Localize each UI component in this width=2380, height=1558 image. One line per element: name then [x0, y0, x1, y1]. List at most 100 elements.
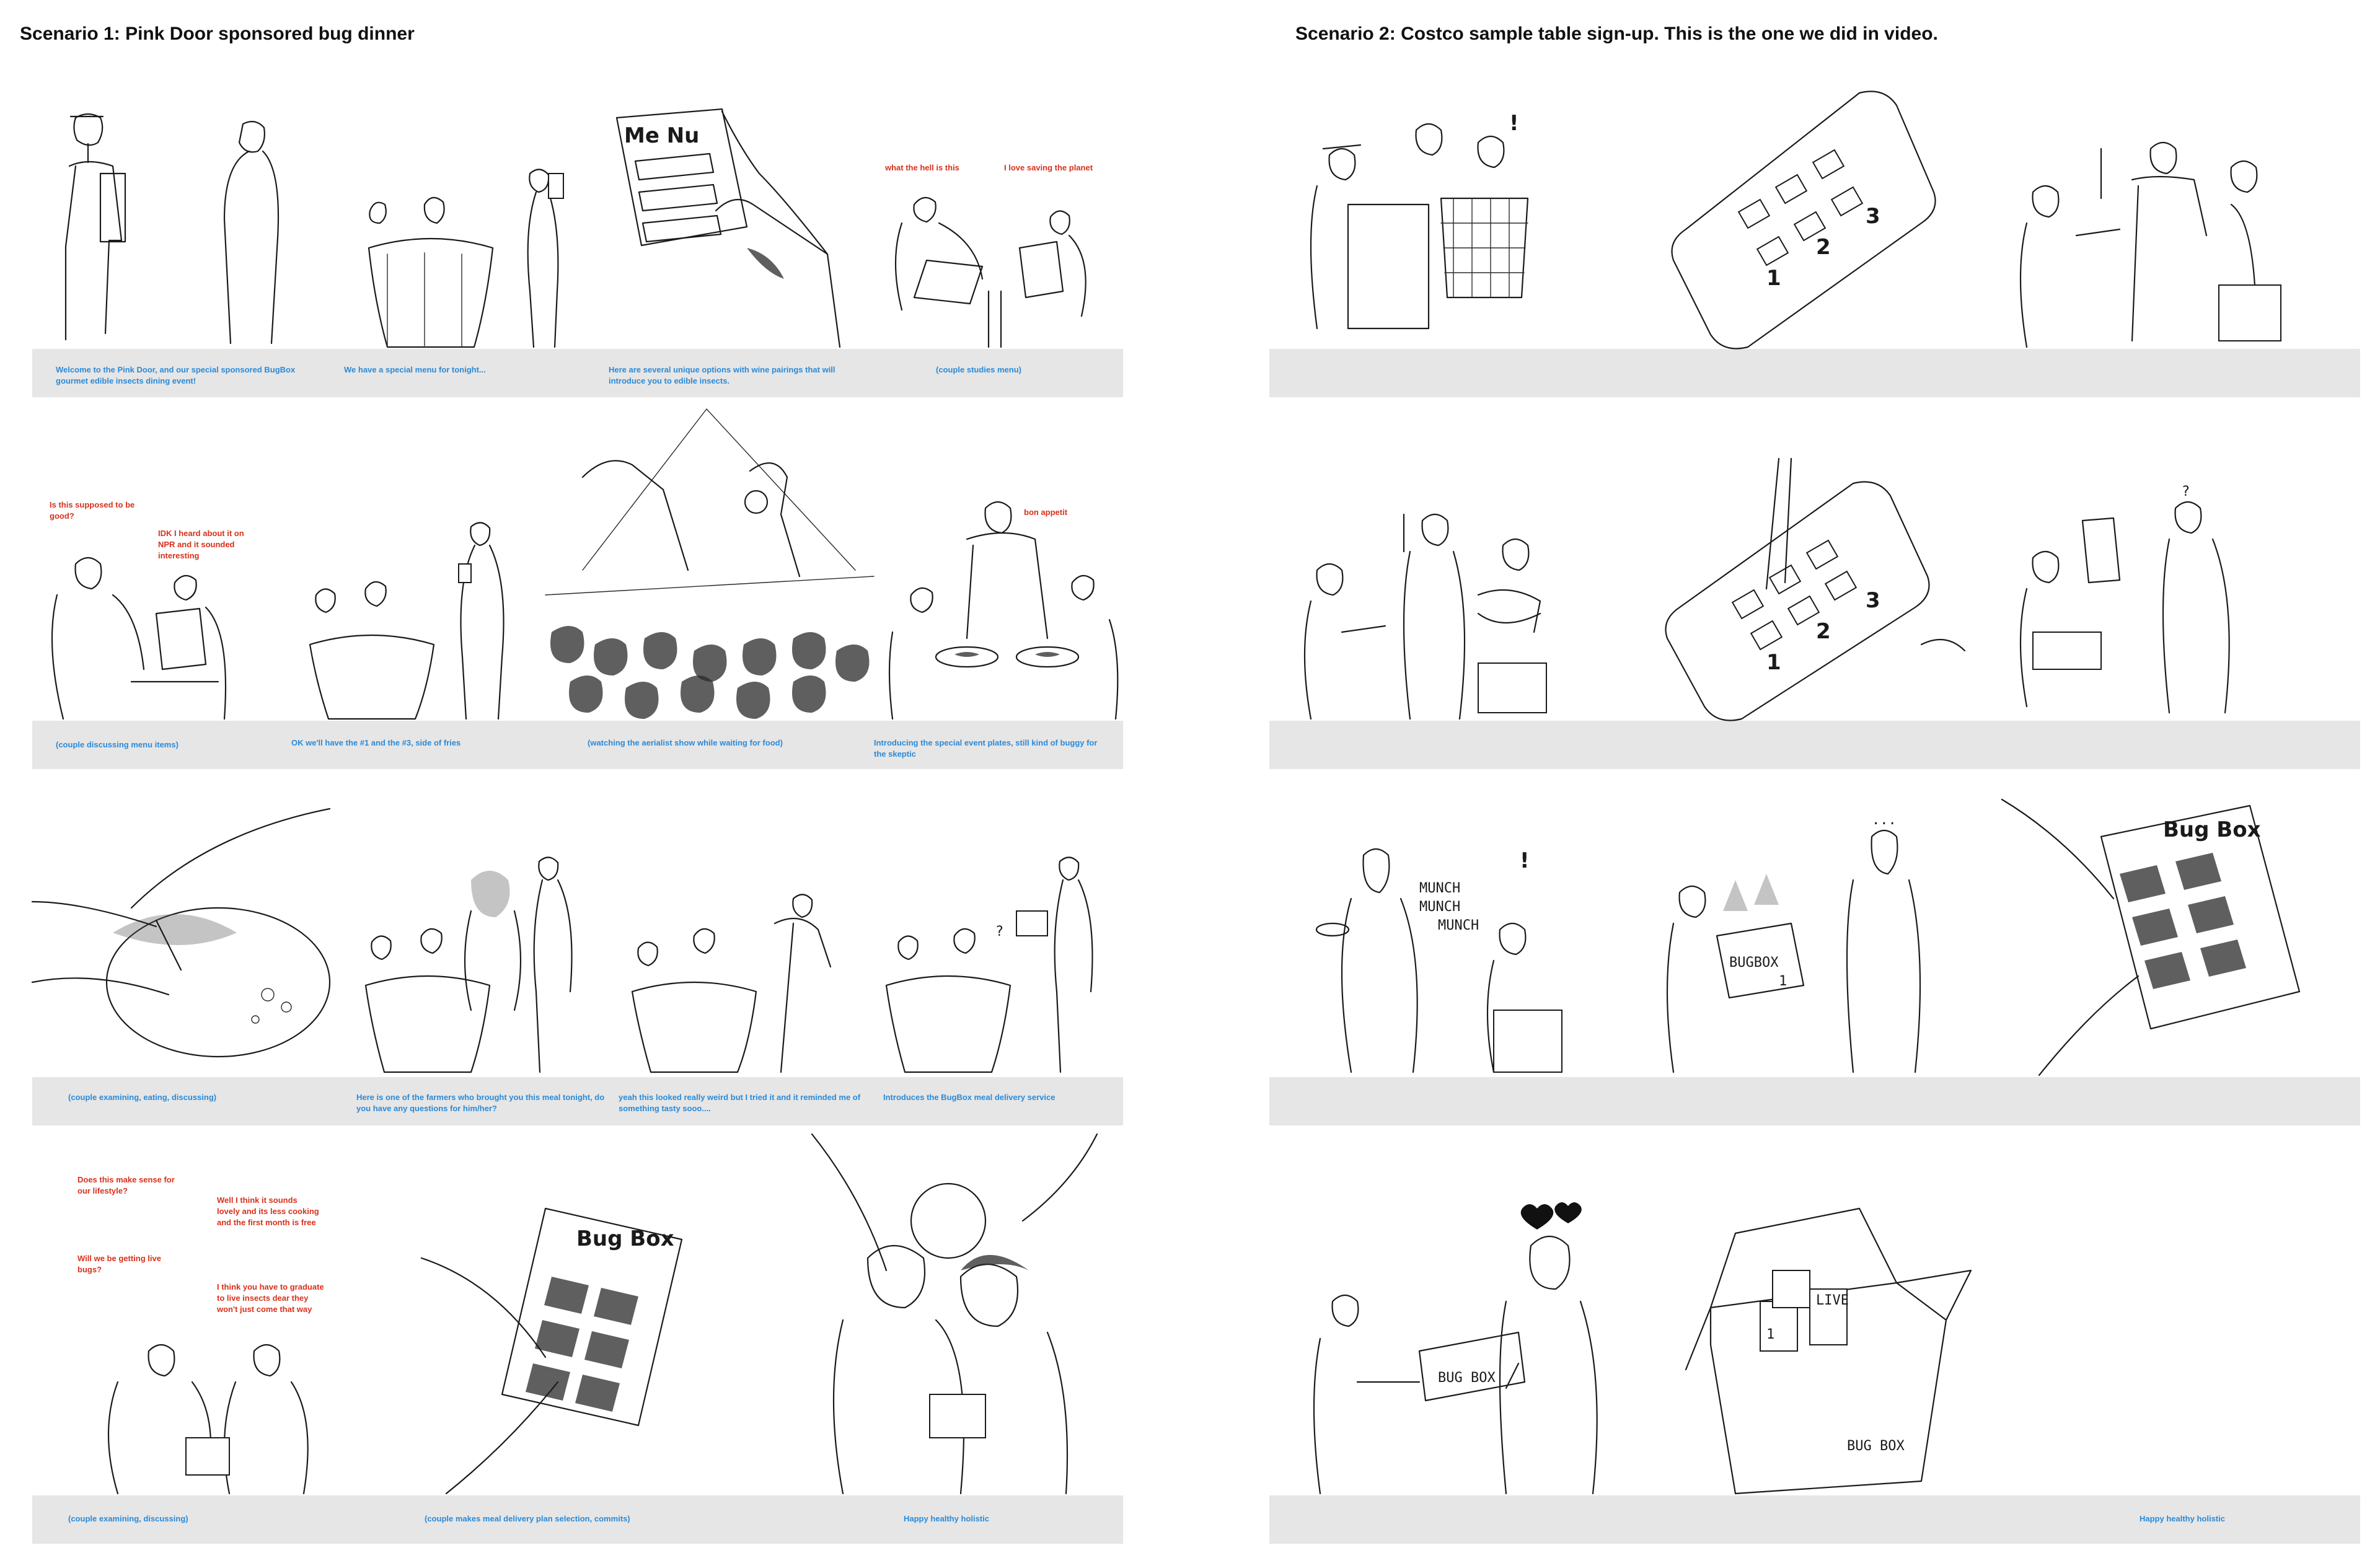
- sketch-couple-at-table: [332, 99, 592, 347]
- s2-row4-caption-bar: [1269, 1495, 2360, 1544]
- question-mark-2: ?: [2182, 484, 2190, 500]
- s1-r1-panel-1: [32, 99, 293, 347]
- s1-row4-caption-bar: [32, 1495, 1123, 1544]
- s2-r3-panel-1: MUNCH MUNCH MUNCH !: [1308, 843, 1568, 1075]
- s1-r3-panel-3: [614, 824, 862, 1072]
- question-mark: ?: [995, 924, 1003, 940]
- live-label: LIVE: [1816, 1293, 1849, 1308]
- s1-r2-speech-1: Is this supposed to be good?: [50, 500, 135, 521]
- s2-r3-panel-2: BUGBOX 1 ...: [1661, 812, 1983, 1075]
- s1-r4-speech-4: I think you have to graduate to live ins…: [217, 1282, 324, 1314]
- heart-icon-2: [1554, 1202, 1582, 1223]
- tray-number-1: 1: [1766, 266, 1781, 291]
- s1-r4-speech-2: Well I think it sounds lovely and its le…: [217, 1195, 319, 1227]
- s1-r3-panel-4: ?: [874, 824, 1134, 1072]
- box-number-label: 1: [1766, 1327, 1774, 1342]
- ellipsis-mark: ...: [1872, 812, 1897, 828]
- s1-r2-panel-3: [545, 409, 874, 719]
- sketch-tray-picking: 1 2 3: [1655, 459, 1977, 719]
- s1-r1-panel-2: [332, 99, 592, 347]
- sketch-host-and-guest: [32, 99, 293, 347]
- s1-r4-caption-1: (couple examining, discussing): [68, 1514, 188, 1523]
- s1-r2-panel-4: [874, 471, 1134, 719]
- sketch-bugbox-introduced: ?: [874, 824, 1134, 1072]
- s2-row3-caption-bar: [1269, 1077, 2360, 1125]
- sketch-ordering-waiter: [291, 471, 552, 719]
- s1-r3-caption-4: Introduces the BugBox meal delivery serv…: [883, 1093, 1056, 1102]
- munch-label-3: MUNCH: [1438, 918, 1479, 933]
- s1-r4-panel-3: [750, 1134, 1122, 1494]
- s2-r2-panel-3: ?: [2014, 483, 2287, 719]
- flyer-sketch-label: Bug Box: [576, 1226, 674, 1251]
- sketch-customer-gestures: [1292, 490, 1565, 719]
- s1-r2-caption-4: Introducing the special event plates, st…: [874, 738, 1098, 759]
- s2-r4-panel-2: 1 LIVE BUG BOX: [1673, 1196, 1996, 1494]
- sketch-couple-discussing: [32, 471, 293, 719]
- tray-number-2: 2: [1816, 235, 1831, 260]
- sketch-opened-bugbox: 1 LIVE BUG BOX: [1673, 1196, 1996, 1494]
- sketch-bugbox-flyer: Bug Box: [421, 1196, 744, 1494]
- s1-r1-caption-2: We have a special menu for tonight...: [344, 365, 486, 374]
- munch-label-2: MUNCH: [1419, 899, 1460, 915]
- sketch-sample-tray: 1 2 3: [1673, 81, 1952, 341]
- menu-sketch-label: Me Nu: [624, 123, 699, 148]
- scenario-1-title: Scenario 1: Pink Door sponsored bug dinn…: [20, 24, 415, 44]
- sketch-eating-closeup: [32, 809, 330, 1075]
- s1-r4-caption-2: (couple makes meal delivery plan selecti…: [425, 1514, 630, 1523]
- sketch-costco-sample-table: !: [1292, 111, 1540, 347]
- s1-r2-panel-1: [32, 471, 293, 719]
- s2-r4-panel-1: BUG BOX: [1308, 1196, 1642, 1494]
- sketch-couple-lifestyle-talk: [81, 1314, 328, 1494]
- bugbox-sketch-number: 1: [1779, 974, 1787, 989]
- s1-r1-speech-1: what the hell is this: [885, 163, 959, 172]
- sketch-customer-reads-menu: ?: [2014, 484, 2287, 719]
- flyer-sketch-label-2: Bug Box: [2163, 817, 2261, 842]
- s1-r3-caption-1: (couple examining, eating, discussing): [68, 1093, 217, 1102]
- s2-r4-caption-1: Happy healthy holistic: [2140, 1514, 2225, 1523]
- s2-r2-panel-2: 1 2 3: [1655, 459, 1977, 719]
- s1-r1-caption-3: Here are several unique options with win…: [609, 365, 835, 385]
- sketch-munching: MUNCH MUNCH MUNCH !: [1308, 843, 1568, 1075]
- bugbox-sketch-label: BUGBOX: [1729, 955, 1779, 970]
- sketch-couple-tasting: [614, 824, 862, 1072]
- s1-r3-caption-2: Here is one of the farmers who brought y…: [356, 1093, 605, 1113]
- s2-row1-caption-bar: [1269, 349, 2360, 397]
- sketch-couple-studies-menu: [865, 99, 1125, 347]
- heart-icon: [1520, 1204, 1554, 1230]
- s1-r1-caption-4: (couple studies menu): [936, 365, 1021, 374]
- s1-r3-panel-1: [32, 809, 330, 1075]
- tray-number-3: 3: [1866, 204, 1880, 229]
- munch-label-1: MUNCH: [1419, 881, 1460, 896]
- tray-number-1b: 1: [1766, 650, 1781, 675]
- s1-r3-panel-2: [353, 824, 601, 1072]
- s1-r4-caption-3: Happy healthy holistic: [904, 1514, 989, 1523]
- sketch-bugbox-flyer-closeup: Bug Box: [2002, 799, 2324, 1075]
- s1-r2-panel-2: [291, 471, 552, 719]
- exclamation-mark: !: [1509, 111, 1519, 136]
- s1-r2-speech-2: IDK I heard about it on NPR and it sound…: [158, 529, 244, 560]
- s2-r1-panel-3: [2008, 112, 2293, 347]
- tray-number-2b: 2: [1816, 619, 1831, 644]
- s2-r3-panel-3: Bug Box: [2002, 799, 2324, 1075]
- s1-r2-caption-3: (watching the aerialist show while waiti…: [588, 738, 783, 747]
- s2-r2-panel-1: [1292, 490, 1565, 719]
- s1-r4-panel-1: [81, 1314, 328, 1494]
- s1-r1-speech-2: I love saving the planet: [1004, 163, 1093, 172]
- scenario-2-title: Scenario 2: Costco sample table sign-up.…: [1295, 24, 1938, 44]
- s1-r4-speech-3: Will we be getting live bugs?: [77, 1254, 161, 1274]
- s1-r1-panel-4: [865, 99, 1125, 347]
- handoff-box-label: BUG BOX: [1438, 1370, 1496, 1386]
- exclamation-mark-2: !: [1520, 848, 1530, 873]
- s1-row3-caption-bar: [32, 1077, 1123, 1125]
- sketch-bugbox-presented: BUGBOX 1 ...: [1661, 812, 1983, 1075]
- sketch-aerialist-show: [545, 409, 874, 719]
- s1-row1-caption-bar: [32, 349, 1123, 397]
- s1-row2-caption-bar: [32, 721, 1123, 769]
- s2-row2-caption-bar: [1269, 721, 2360, 769]
- s1-r2-caption-2: OK we'll have the #1 and the #3, side of…: [291, 738, 461, 747]
- sketch-menu-closeup: Me Nu: [610, 99, 871, 347]
- sketch-waiter-serves-plates: [874, 471, 1134, 719]
- sketch-farmer-meets-couple: [353, 824, 601, 1072]
- s1-r3-caption-3: yeah this looked really weird but I trie…: [619, 1093, 861, 1113]
- sketch-bugbox-handoff: BUG BOX: [1308, 1202, 1642, 1494]
